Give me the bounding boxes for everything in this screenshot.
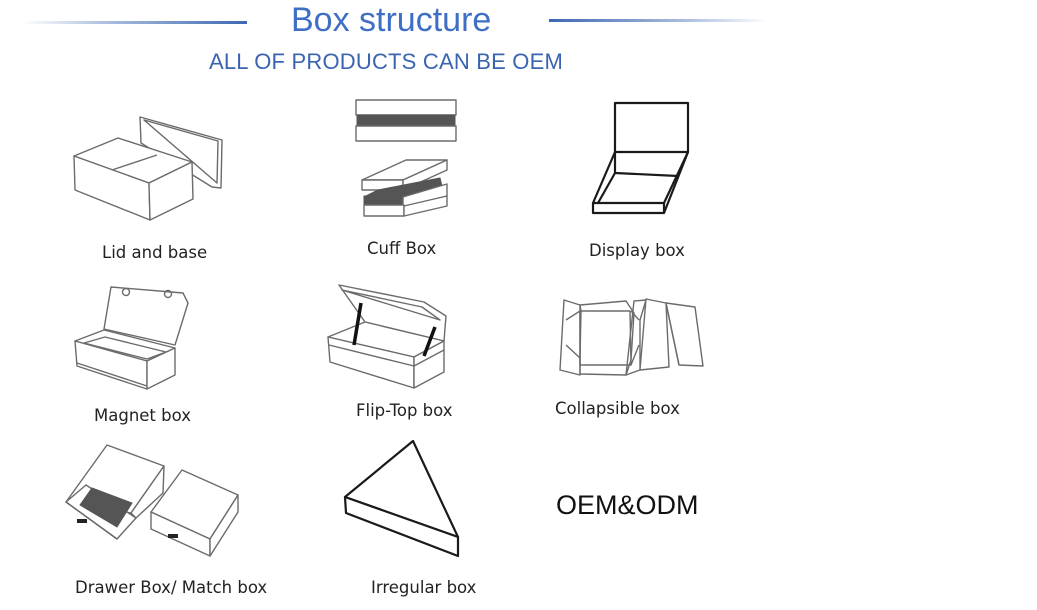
box-type-label: Cuff Box — [367, 239, 437, 258]
box-type-label: Magnet box — [94, 406, 191, 425]
page-title: Box structure — [291, 1, 492, 39]
box-type-label: Flip-Top box — [356, 401, 453, 420]
box-type-label: Irregular box — [371, 578, 477, 597]
oem-odm-note: OEM&ODM — [556, 490, 699, 520]
page-subtitle: ALL OF PRODUCTS CAN BE OEM — [209, 49, 563, 74]
box-type-label: Display box — [589, 241, 685, 260]
box-type-label: Collapsible box — [555, 399, 680, 418]
box-type-label: Lid and base — [102, 243, 208, 262]
header-line-left — [22, 21, 247, 24]
header-line-right — [549, 19, 769, 22]
box-type-label: Drawer Box/ Match box — [75, 578, 268, 597]
